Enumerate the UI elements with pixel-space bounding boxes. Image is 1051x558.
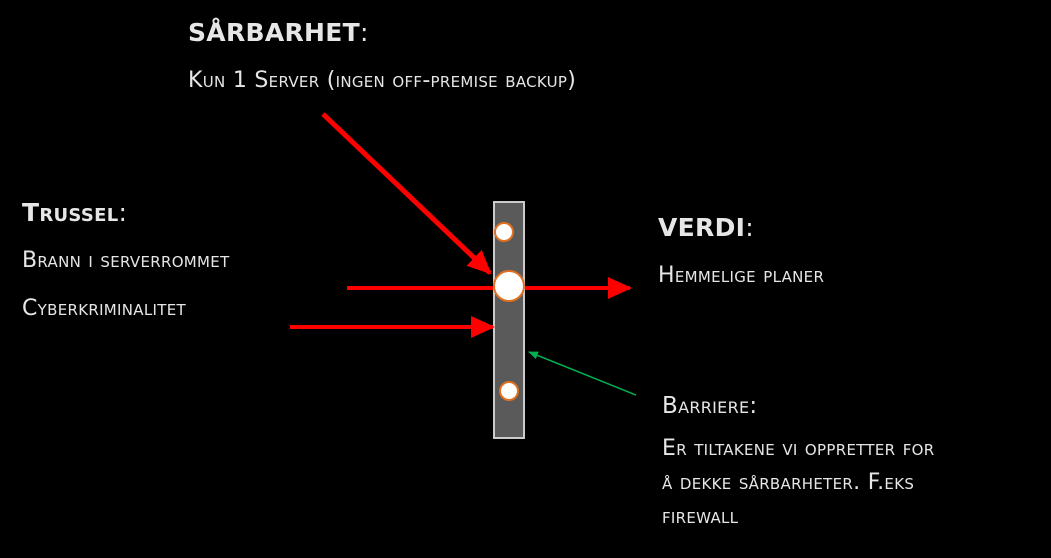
barrier-line-1: Er tiltakene vi oppretter for (662, 436, 935, 461)
vulnerability-title-colon: : (360, 18, 369, 47)
barrier-title: Barriere: (662, 393, 757, 419)
barrier-title-text: Barriere (662, 393, 750, 419)
threat-line-fire: Brann i serverrommet (22, 248, 230, 273)
barrier-hole-main (493, 270, 525, 302)
barrier-hole-bottom (499, 381, 519, 401)
value-line: Hemmelige planer (658, 263, 825, 288)
barrier-pointer (528, 351, 637, 396)
threat-title: Trussel: (22, 198, 127, 227)
vulnerability-line: Kun 1 Server (ingen off-premise backup) (188, 68, 577, 93)
vulnerability-arrow (321, 112, 492, 275)
threat-title-text: Trussel (22, 198, 119, 227)
barrier-line-2: å dekke sårbarheter. F.eks (662, 470, 915, 495)
threat-title-colon: : (118, 198, 128, 227)
barrier-hole-top (494, 222, 514, 242)
value-title: VERDI: (658, 213, 754, 242)
vulnerability-title: SÅRBARHET: (188, 18, 369, 47)
value-title-colon: : (745, 213, 754, 242)
value-title-text: VERDI (658, 213, 746, 242)
threat-line-cyber: Cyberkriminalitet (22, 296, 186, 321)
vulnerability-title-text: SÅRBARHET (188, 18, 361, 47)
barrier-title-colon: : (749, 393, 758, 419)
barrier-line-3: firewall (662, 504, 739, 529)
